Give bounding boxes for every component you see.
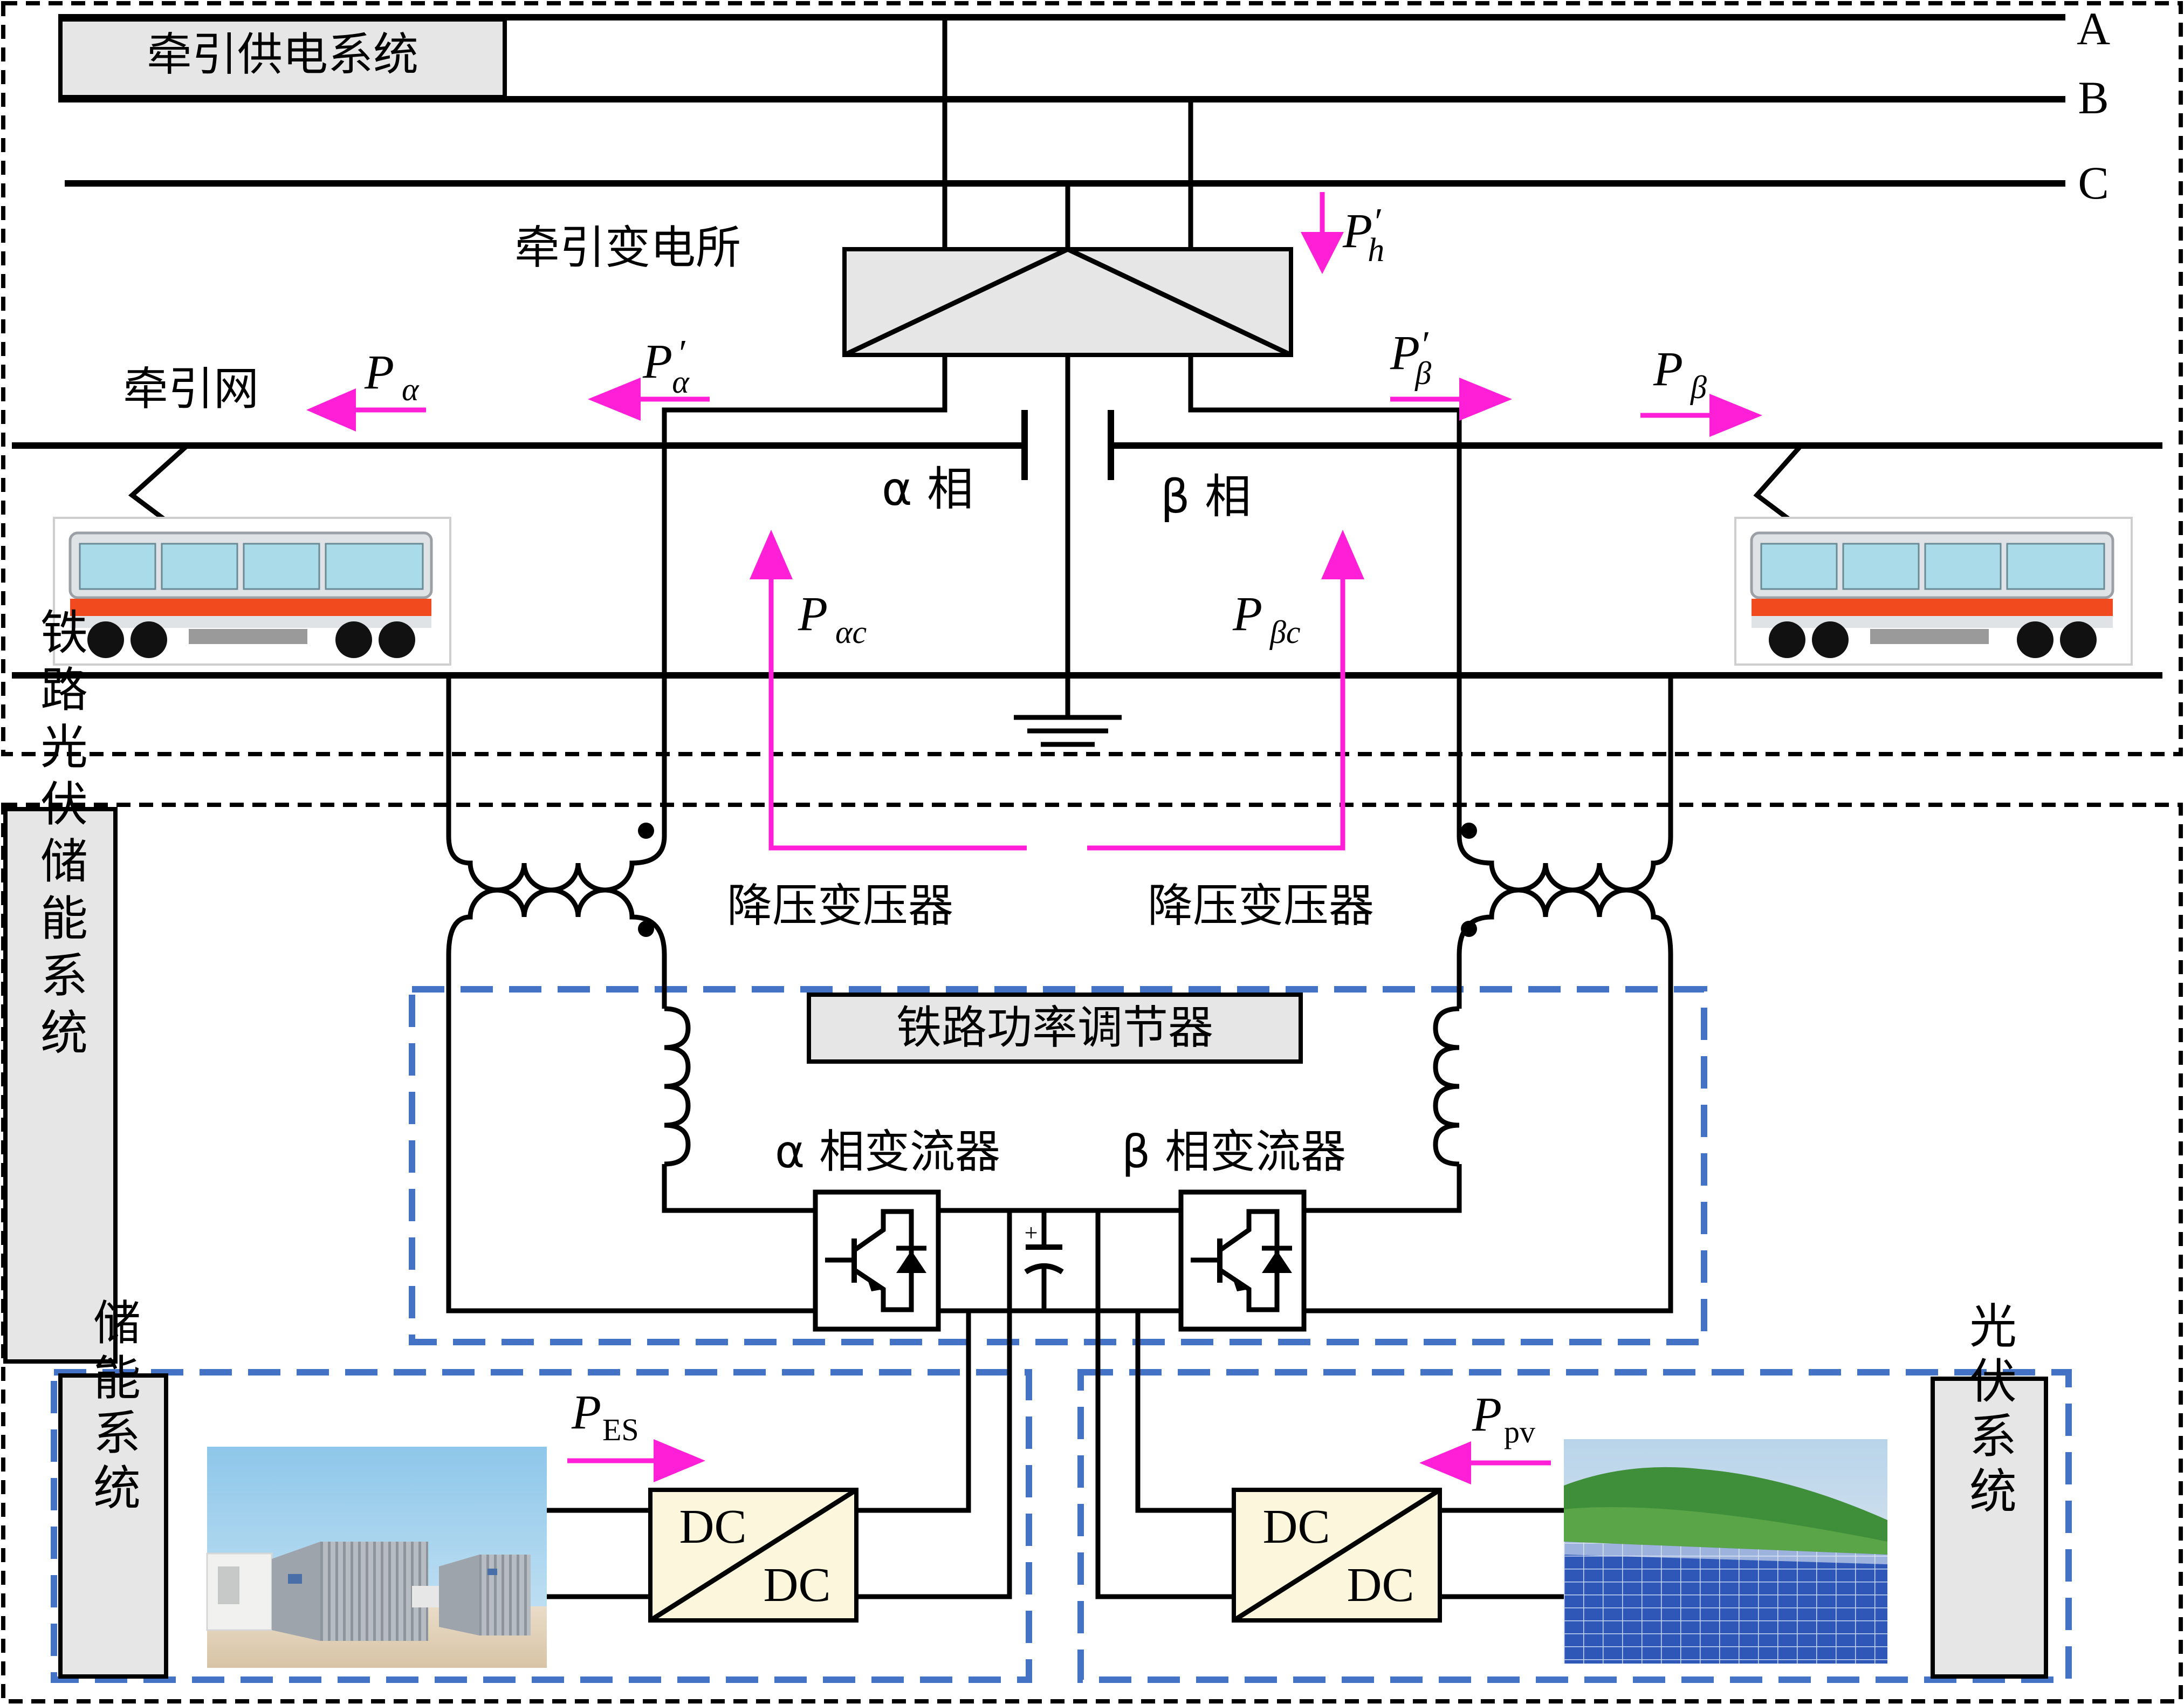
storage-to-dclink-wire-bottom <box>856 1311 1012 1599</box>
ground-icon <box>1014 715 1122 747</box>
capacitor-icon: + <box>1024 1210 1064 1311</box>
rail-power-conditioner-label: 铁路功率调节器 <box>896 1001 1213 1054</box>
rail-pv-storage-label-box <box>3 807 118 1364</box>
solar-field-icon <box>1564 1439 1887 1664</box>
train-icon <box>1734 445 2133 666</box>
pv-to-dclink-wire-bottom <box>1095 1311 1234 1599</box>
dcdc-storage-top-label: DC <box>679 1500 746 1554</box>
dcdc-pv-bottom-label: DC <box>1347 1558 1414 1612</box>
traction-system-frame <box>1 1 2183 756</box>
rail-power-conditioner-label-box <box>807 993 1303 1064</box>
dcdc-converter-storage <box>648 1488 859 1623</box>
alpha-converter-wiring <box>446 955 815 1313</box>
traction-supply-system-label: 牵引供电系统 <box>147 28 418 81</box>
rail-power-conditioner-frame <box>409 986 1707 1345</box>
pv-system-frame <box>1077 1369 2072 1683</box>
dc-link <box>938 1208 1181 1313</box>
stepdown-transformer-right-label: 降压变压器 <box>1148 879 1374 932</box>
pv-system-label: 光伏系统 <box>1962 1301 2017 1521</box>
beta-phase-label: β 相 <box>1160 470 1251 524</box>
phase-a-label: A <box>2077 3 2110 54</box>
traction-supply-label-box <box>58 17 507 99</box>
dcdc-converter-pv <box>1232 1488 1442 1623</box>
dcdc-pv-top-label: DC <box>1262 1500 1330 1554</box>
traction-substation-label: 牵引变电所 <box>514 221 741 274</box>
p-alpha-prime-label: P′α <box>642 333 690 400</box>
igbt-icon <box>813 1189 941 1332</box>
phase-b-label: B <box>2078 72 2109 124</box>
train-icon <box>53 444 451 666</box>
stepdown-transformer-right <box>1457 675 1673 955</box>
energy-storage-system-label: 储能系统 <box>86 1298 141 1518</box>
beta-converter-label: β 相变流器 <box>1122 1125 1346 1178</box>
stepdown-transformer-left <box>446 675 667 955</box>
rail-pv-storage-system-label: 铁路光伏储能系统 <box>33 607 88 1065</box>
energy-storage-label-box <box>58 1373 168 1679</box>
pv-storage-system-frame <box>1 803 2183 1703</box>
p-beta-prime-label: P′β <box>1390 324 1431 391</box>
p-pv-label: Ppv <box>1472 1388 1535 1449</box>
pv-to-dclink-wire-top <box>1135 1311 1234 1513</box>
substation-transformer <box>662 17 1462 836</box>
phase-c-label: C <box>2078 157 2109 209</box>
stepdown-transformer-left-label: 降压变压器 <box>727 879 953 932</box>
pv-system-label-box <box>1931 1377 2048 1679</box>
p-es-label: PES <box>571 1386 639 1447</box>
catenary-line <box>12 410 2162 480</box>
storage-to-dclink-wire-top <box>856 1311 971 1513</box>
p-h-prime-label: P′h <box>1342 201 1384 269</box>
igbt-icon <box>1178 1189 1307 1332</box>
svg-text:+: + <box>1025 1220 1038 1246</box>
beta-converter-wiring <box>1304 955 1673 1313</box>
dcdc-storage-bottom-label: DC <box>763 1558 830 1612</box>
energy-storage-frame <box>51 1369 1032 1683</box>
traction-network-label: 牵引网 <box>123 362 259 415</box>
power-flow-arrows <box>306 192 1762 1484</box>
alpha-converter-label: α 相变流器 <box>775 1125 1000 1178</box>
battery-container-icon <box>206 1447 547 1668</box>
alpha-phase-label: α 相 <box>882 462 973 516</box>
